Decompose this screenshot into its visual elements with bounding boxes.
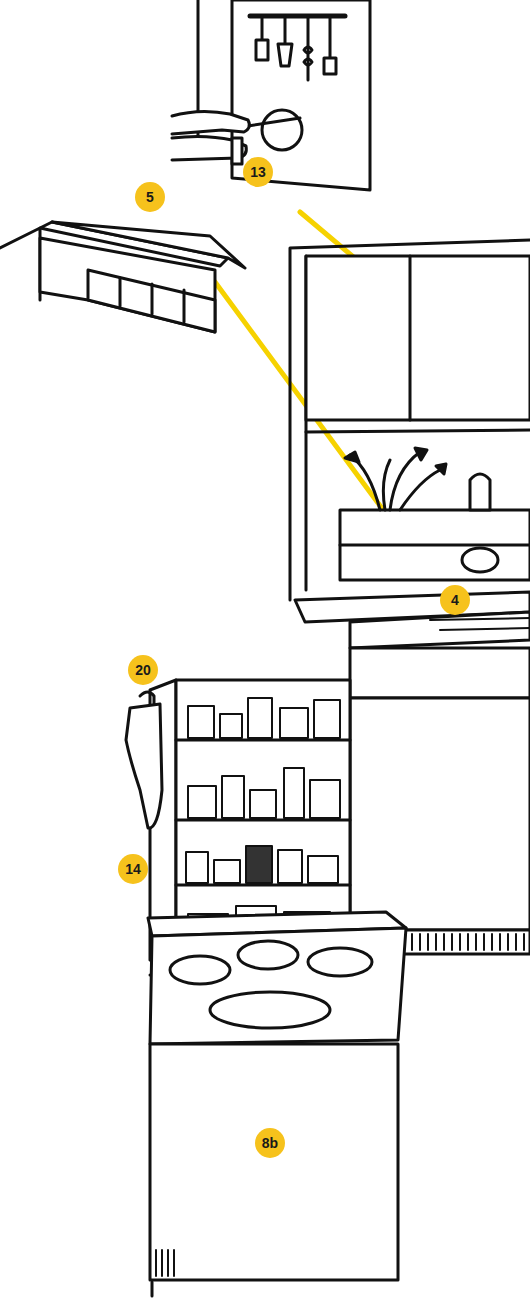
callout-number: 14 bbox=[118, 854, 148, 884]
callout-number: 13 bbox=[243, 157, 273, 187]
callout-number: 5 bbox=[135, 182, 165, 212]
drawer-inset bbox=[0, 222, 245, 332]
callout-number: 4 bbox=[440, 585, 470, 615]
door-rack-inset bbox=[172, 0, 370, 190]
callout-number: 20 bbox=[128, 655, 158, 685]
callout-number: 8b bbox=[255, 1128, 285, 1158]
bin-unit-inset bbox=[148, 912, 406, 1296]
